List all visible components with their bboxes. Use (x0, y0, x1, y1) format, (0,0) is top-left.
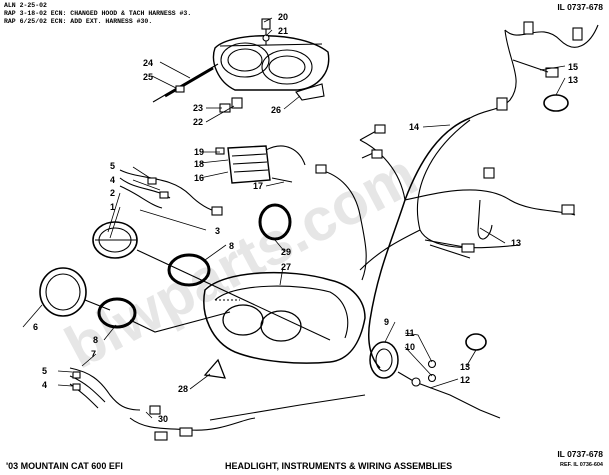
callout-13-lower: 13 (460, 362, 470, 372)
model-name: '03 MOUNTAIN CAT 600 EFI (6, 461, 123, 471)
illustration-ref-top: IL 0737-678 (557, 2, 603, 12)
callout-6: 6 (33, 322, 38, 332)
main-wiring-harness (315, 117, 576, 369)
callout-19: 19 (194, 147, 204, 157)
callout-20: 20 (278, 12, 288, 22)
extension-harness (129, 394, 366, 441)
gauge-bezel-upper (167, 253, 211, 287)
callout-5-lower: 5 (42, 366, 47, 376)
callout-8-upper: 8 (229, 241, 234, 251)
callout-5-upper: 5 (110, 161, 115, 171)
warning-decal (203, 358, 227, 379)
callout-26: 26 (271, 105, 281, 115)
callout-14: 14 (409, 122, 419, 132)
callout-27: 27 (281, 262, 291, 272)
revision-note-1: ALN 2-25-02 (4, 2, 47, 9)
callout-3: 3 (215, 226, 220, 236)
callout-11: 11 (405, 328, 415, 338)
callout-9: 9 (384, 317, 389, 327)
control-module (215, 145, 306, 184)
callout-15: 15 (568, 62, 578, 72)
callout-30: 30 (158, 414, 168, 424)
leader-line (129, 311, 231, 333)
upper-wiring-harness (469, 21, 599, 119)
callout-24: 24 (143, 58, 153, 68)
ignition-switch (369, 341, 501, 419)
callout-13-upper: 13 (568, 75, 578, 85)
grommet-13-lower (465, 333, 487, 351)
illustration-ref-bottom: IL 0737-678 (557, 449, 603, 459)
callout-21: 21 (278, 26, 288, 36)
reference-illustration: REF. IL 0736-604 (559, 462, 603, 468)
callout-22: 22 (193, 117, 203, 127)
tach-harness-lower (69, 367, 161, 415)
callout-16: 16 (194, 173, 204, 183)
speedometer-gauge (39, 267, 111, 317)
callout-18: 18 (194, 159, 204, 169)
headlight-assembly (212, 18, 330, 91)
callout-12: 12 (460, 375, 470, 385)
revision-note-3: RAP 6/25/02 ECN: ADD EXT. HARNESS #30. (4, 18, 153, 25)
callout-4-lower: 4 (42, 380, 47, 390)
revision-note-2: RAP 3-18-02 ECN: CHANGED HOOD & TACH HAR… (4, 10, 192, 17)
grommet-13-upper (543, 94, 569, 112)
gauge-bezel-lower (97, 297, 137, 329)
tach-harness-upper (119, 169, 223, 216)
callout-25: 25 (143, 72, 153, 82)
callout-1: 1 (110, 202, 115, 212)
callout-13-mid: 13 (511, 238, 521, 248)
callout-17: 17 (253, 181, 263, 191)
diagram-title: HEADLIGHT, INSTRUMENTS & WIRING ASSEMBLI… (225, 461, 453, 471)
callout-labels: 20 21 24 25 23 22 26 15 13 14 19 18 16 1… (33, 12, 578, 424)
callout-8-lower: 8 (93, 335, 98, 345)
callout-4-upper: 4 (110, 175, 115, 185)
adjuster-screw-assembly (152, 63, 243, 113)
callout-7: 7 (91, 349, 96, 359)
leader-lines (22, 17, 566, 419)
callout-29: 29 (281, 247, 291, 257)
gauge-bezel-29 (258, 203, 292, 241)
callout-28: 28 (178, 384, 188, 394)
instrument-pod (203, 271, 366, 364)
bracket (295, 83, 325, 101)
callout-23: 23 (193, 103, 203, 113)
callout-10: 10 (405, 342, 415, 352)
callout-2: 2 (110, 188, 115, 198)
